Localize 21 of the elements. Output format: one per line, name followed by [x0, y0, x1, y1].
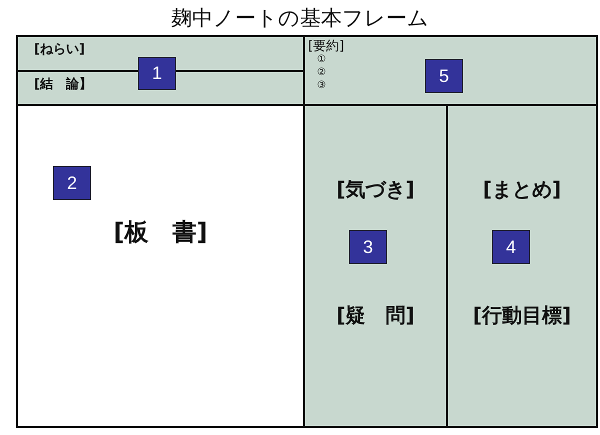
diagram-title: 麹中ノートの基本フレーム	[170, 5, 430, 32]
section-heading: [ねらい]	[34, 41, 85, 58]
list-marker: ②	[317, 67, 326, 78]
section-number: 5	[425, 59, 463, 93]
note-section	[16, 104, 305, 428]
section-heading: [気づき]	[335, 176, 416, 203]
section-label: [疑 問]	[335, 302, 416, 329]
section-label: [行動目標]	[472, 302, 572, 329]
list-marker: ①	[317, 54, 326, 65]
section-heading: [まとめ]	[482, 176, 562, 203]
section-number: 2	[53, 166, 91, 200]
note-section	[303, 104, 448, 428]
section-heading: [要約]	[308, 38, 344, 54]
section-number: 3	[349, 230, 387, 264]
section-heading: [結 論】	[34, 76, 92, 93]
note-section	[303, 35, 598, 106]
section-number: 1	[138, 57, 176, 90]
note-section	[446, 104, 598, 428]
section-number: 4	[492, 230, 530, 264]
list-marker: ③	[317, 80, 326, 91]
section-heading: [板 書]	[112, 217, 208, 248]
